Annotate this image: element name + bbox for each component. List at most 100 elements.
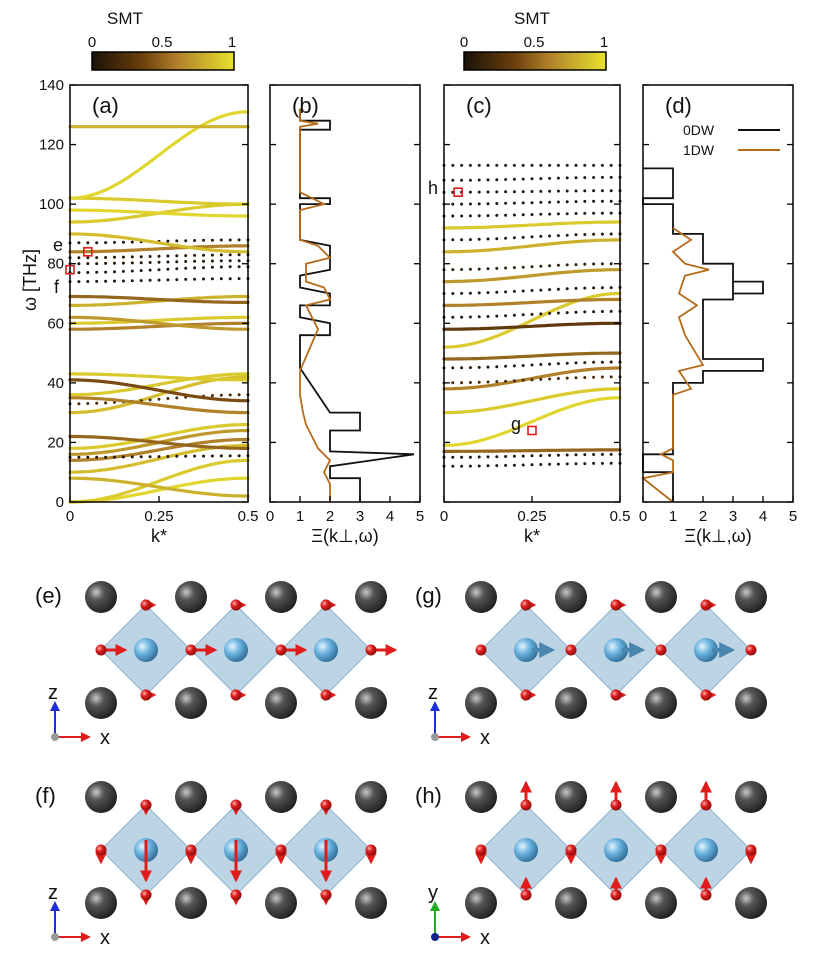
blue-atom — [514, 838, 538, 862]
band-point — [130, 255, 134, 259]
band-point — [600, 189, 604, 193]
band-point — [451, 163, 455, 167]
band-point — [95, 455, 99, 459]
band-point — [148, 278, 152, 282]
band-point — [210, 265, 214, 269]
band-point — [495, 266, 499, 270]
band-point — [451, 178, 455, 182]
red-atom — [565, 844, 577, 856]
band-point — [565, 163, 569, 167]
band-point — [512, 289, 516, 293]
structure-label: (g) — [415, 583, 442, 608]
band-point — [166, 260, 170, 264]
band-point — [583, 211, 587, 215]
band-point — [104, 401, 108, 405]
dark-atom — [645, 581, 677, 613]
panel-label: (a) — [92, 93, 119, 118]
band-point — [477, 380, 481, 384]
band-point — [237, 238, 241, 242]
band-point — [495, 314, 499, 318]
band-point — [210, 394, 214, 398]
band-point — [95, 279, 99, 283]
band-point — [468, 267, 472, 271]
band-point — [486, 365, 490, 369]
axis-label-vertical: z — [48, 882, 58, 904]
axis-label-horizontal: x — [480, 927, 490, 949]
mode-marker — [65, 264, 75, 275]
x-tick-label: 0 — [266, 508, 274, 525]
band-branch — [442, 452, 622, 459]
dos-series-1DW — [640, 227, 710, 503]
band-point — [175, 278, 179, 282]
blue-atom — [604, 838, 628, 862]
band-point — [583, 189, 587, 193]
band-point — [468, 455, 472, 459]
band-point — [504, 364, 508, 368]
band-point — [556, 287, 560, 291]
band-point — [583, 176, 587, 180]
band-branch — [68, 294, 250, 304]
band-branch — [442, 360, 622, 370]
red-atom — [185, 844, 197, 856]
band-point — [583, 233, 587, 236]
band-point — [495, 380, 499, 384]
band-point — [600, 262, 604, 266]
band-point — [495, 365, 499, 369]
band-point — [521, 463, 525, 467]
band-point — [486, 455, 490, 459]
red-atom — [320, 889, 332, 901]
band-point — [504, 213, 508, 217]
band-point — [202, 253, 205, 257]
band-point — [556, 362, 560, 366]
band-point — [504, 463, 508, 467]
band-point — [609, 199, 613, 203]
red-atom — [745, 844, 757, 856]
band-point — [451, 268, 455, 272]
band-point — [86, 455, 90, 459]
red-atom — [230, 889, 242, 901]
band-point — [495, 163, 499, 167]
dark-atom — [265, 687, 297, 719]
band-branch — [68, 321, 250, 331]
dark-atom — [355, 581, 387, 613]
band-point — [609, 286, 613, 290]
band-point — [530, 463, 534, 467]
band-point — [219, 393, 223, 397]
dark-atom — [175, 781, 207, 813]
band-point — [210, 259, 214, 263]
dark-atom — [645, 687, 677, 719]
band-point — [219, 277, 223, 281]
red-atom — [565, 644, 577, 656]
axis-origin — [51, 933, 59, 941]
band-point — [477, 178, 481, 182]
band-point — [592, 453, 596, 456]
band-point — [565, 263, 569, 267]
mode-label-e: e — [53, 235, 63, 255]
band-point — [219, 454, 223, 458]
band-point — [609, 360, 613, 364]
blue-atom — [134, 638, 158, 662]
band-point — [548, 362, 552, 366]
band-branch — [442, 211, 622, 218]
band-point — [512, 213, 516, 217]
band-point — [130, 455, 134, 459]
red-atom — [365, 644, 377, 656]
band-point — [228, 253, 232, 257]
band-point — [512, 266, 516, 270]
band-point — [565, 376, 569, 380]
band-point — [565, 176, 569, 180]
dark-atom — [175, 887, 207, 919]
band-point — [495, 464, 499, 468]
band-point — [600, 286, 604, 290]
band-point — [609, 452, 613, 456]
band-point — [460, 291, 464, 295]
band-point — [600, 461, 604, 465]
band-point — [504, 266, 508, 270]
band-point — [548, 453, 552, 457]
band-branch — [442, 232, 622, 242]
colorbar-title: SMT — [107, 9, 143, 28]
red-atom — [700, 889, 712, 901]
axis-label-horizontal: x — [100, 727, 110, 749]
band-point — [600, 232, 604, 236]
band-point — [460, 202, 464, 206]
